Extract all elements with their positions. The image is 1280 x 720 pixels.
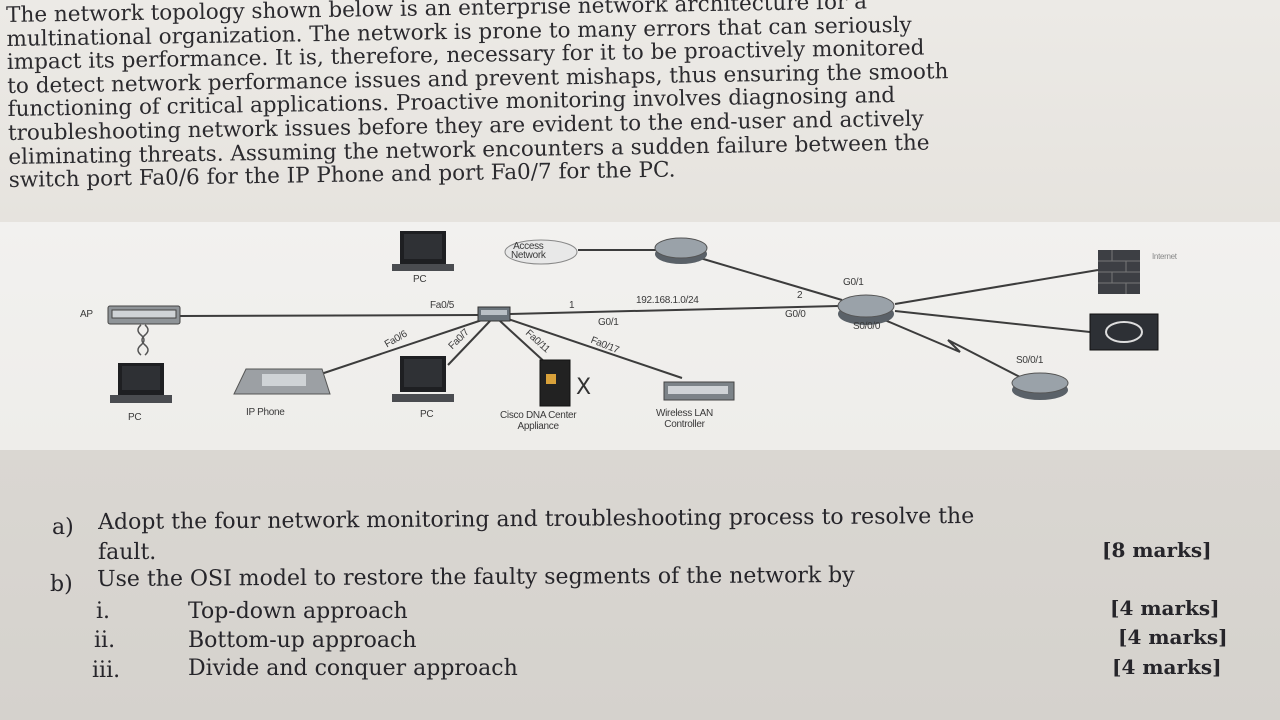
access-network <box>504 239 578 265</box>
pc-left <box>110 363 172 403</box>
label-dna: Cisco DNA Center Appliance <box>500 410 577 432</box>
question-a-marks: [8 marks] <box>1102 538 1212 562</box>
label-g00: G0/0 <box>785 309 806 320</box>
svg-text:X: X <box>576 375 591 400</box>
label-access-network: Access Network <box>511 241 546 261</box>
label-pc-left: PC <box>128 412 142 423</box>
sub-question-num: iii. <box>92 658 121 683</box>
router-core <box>837 294 895 325</box>
sub-question-marks: [4 marks] <box>1118 625 1228 649</box>
label-fa05: Fa0/5 <box>430 300 455 311</box>
label-wlc: Wireless LAN Controller <box>656 408 713 430</box>
sub-question-text: Bottom-up approach <box>188 628 417 653</box>
topology-links: X <box>107 231 1159 407</box>
questions-section: a) Adopt the four network monitoring and… <box>0 450 1280 720</box>
label-link-1: 1 <box>569 300 575 311</box>
sub-question-marks: [4 marks] <box>1112 655 1222 679</box>
switch <box>477 306 511 322</box>
question-a-label: a) <box>52 515 74 540</box>
access-point <box>107 305 181 356</box>
question-b-label: b) <box>50 572 73 597</box>
label-ap: AP <box>80 309 93 320</box>
sub-question-num: i. <box>96 599 111 624</box>
label-network: 192.168.1.0/24 <box>636 295 699 306</box>
label-g01-router: G0/1 <box>843 277 864 288</box>
ip-phone <box>233 368 331 395</box>
question-b-text: Use the OSI model to restore the faulty … <box>97 563 855 592</box>
intro-section: The network topology shown below is an e… <box>0 0 1280 222</box>
dna-appliance: X <box>539 359 591 407</box>
label-g01-switch: G0/1 <box>598 317 619 328</box>
label-link-2: 2 <box>797 290 803 301</box>
sub-question-num: ii. <box>94 628 116 653</box>
label-pc-mid: PC <box>420 409 434 420</box>
pc-top <box>392 231 454 271</box>
router-s001 <box>1011 372 1069 400</box>
label-ip-phone: IP Phone <box>246 407 285 418</box>
label-pc-top: PC <box>413 274 427 285</box>
firewall <box>1098 250 1140 294</box>
label-s001: S0/0/1 <box>1016 355 1044 366</box>
security-appliance <box>1089 313 1159 351</box>
pc-mid <box>392 356 454 402</box>
question-a-line2: fault. <box>98 540 157 565</box>
label-internet: Internet <box>1152 252 1177 261</box>
network-topology-diagram: X AP PC Access Network PC IP Phone <box>0 222 1280 450</box>
sub-question-text: Divide and conquer approach <box>188 656 518 681</box>
sub-question-text: Top-down approach <box>188 599 408 624</box>
label-s000: S0/0/0 <box>853 321 881 332</box>
intro-paragraph: The network topology shown below is an e… <box>6 0 1169 193</box>
question-a-line1: Adopt the four network monitoring and tr… <box>98 503 975 535</box>
router-top <box>654 237 708 264</box>
sub-question-marks: [4 marks] <box>1110 596 1220 620</box>
wlc <box>663 381 735 401</box>
